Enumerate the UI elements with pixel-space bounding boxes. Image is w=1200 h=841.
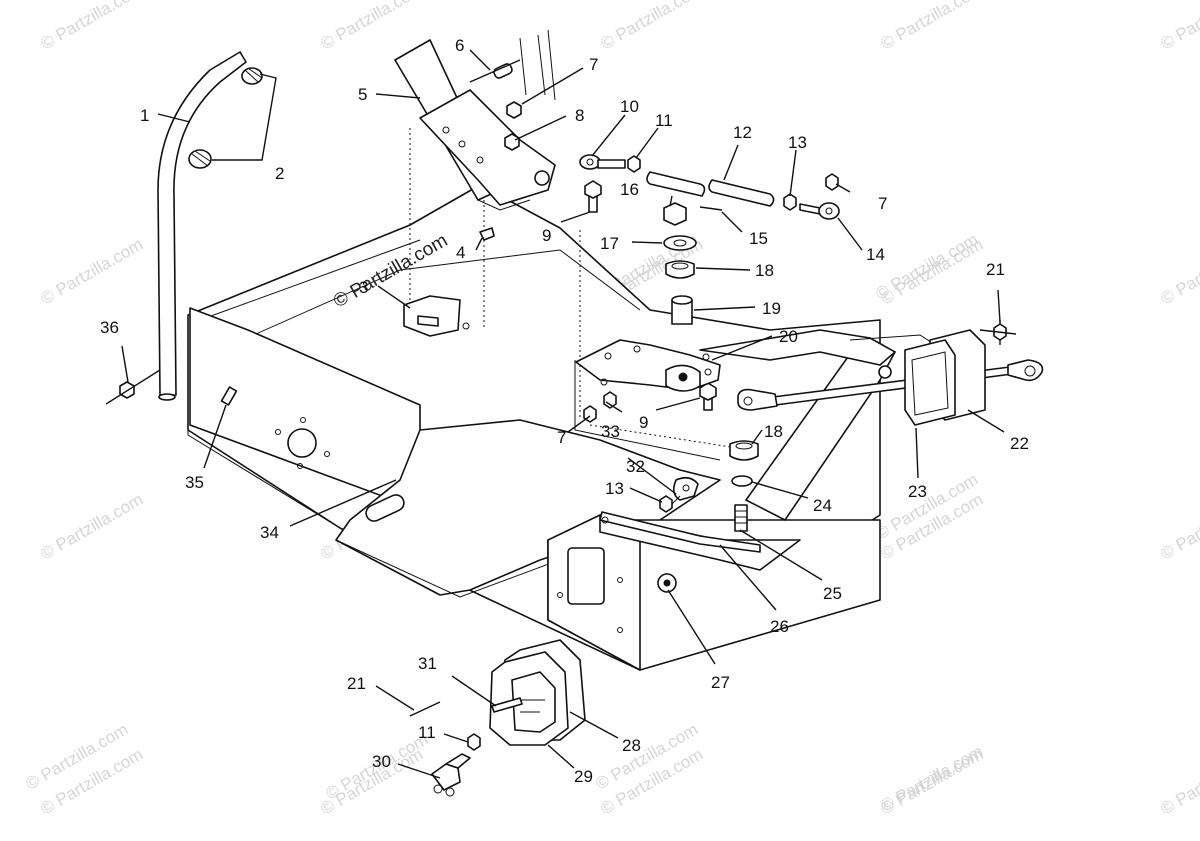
callout-4: 4 — [456, 243, 465, 262]
callout-29: 29 — [574, 767, 593, 786]
callout-2: 2 — [275, 164, 284, 183]
watermark: © Partzilla.com — [1158, 235, 1200, 309]
bolt-35 — [220, 386, 238, 406]
callout-31: 31 — [418, 654, 437, 673]
callout-32: 32 — [626, 457, 645, 476]
washer-17 — [663, 235, 697, 251]
nut-13-lower — [659, 495, 673, 513]
watermark: © Partzilla.com — [878, 0, 987, 53]
callout-11-upper: 11 — [655, 111, 673, 130]
watermark: © Partzilla.com — [598, 0, 707, 53]
frame-upper-arm — [699, 329, 896, 366]
watermark: © Partzilla.com — [318, 0, 427, 53]
callout-1: 1 — [140, 106, 149, 125]
watermark: © Partzilla.com — [878, 742, 987, 816]
washer-24 — [731, 475, 753, 487]
callout-21-lower: 21 — [347, 674, 366, 693]
bumper-plug-upper — [241, 67, 263, 85]
diagram-drawing — [105, 29, 1044, 797]
callout-21-upper: 21 — [986, 260, 1005, 279]
nut-11-lower — [467, 733, 481, 751]
callout-10: 10 — [620, 97, 639, 116]
bracket-3 — [403, 295, 461, 337]
pin-21-lower — [409, 701, 441, 717]
callout-14: 14 — [866, 245, 885, 264]
steering-bracket-plate — [419, 89, 556, 206]
bumper-plug-lower — [188, 149, 212, 169]
callout-11-lower: 11 — [418, 723, 436, 742]
watermark: © Partzilla.com — [1158, 490, 1200, 564]
callout-7-top: 7 — [589, 55, 598, 74]
callout-6: 6 — [455, 36, 464, 55]
watermark: © Partzilla.com — [38, 0, 147, 53]
callout-9-upper: 9 — [542, 226, 551, 245]
callout-13-lower: 13 — [605, 479, 624, 498]
callout-36: 36 — [100, 318, 119, 337]
watermark: © Partzilla.com — [38, 490, 147, 564]
gear-box-inner — [511, 671, 556, 733]
bulkhead-hole — [287, 428, 317, 458]
nut-11 — [627, 155, 641, 173]
bolt-25 — [734, 504, 748, 532]
rod-end-32 — [672, 476, 699, 501]
callout-7-lower: 7 — [557, 428, 566, 447]
callout-22: 22 — [1010, 434, 1029, 453]
watermark: © Partzilla.com — [1158, 0, 1200, 53]
watermark: © Partzilla.com — [38, 235, 147, 309]
callout-25: 25 — [823, 584, 842, 603]
callout-23: 23 — [908, 482, 927, 501]
brace-bar — [599, 511, 761, 553]
front-handle-bar — [157, 51, 247, 396]
callout-9-lower: 9 — [639, 413, 648, 432]
callout-26: 26 — [770, 617, 789, 636]
nut-33 — [603, 391, 617, 409]
bushing-18-lower — [729, 440, 759, 461]
callout-30: 30 — [372, 752, 391, 771]
callout-5: 5 — [358, 85, 367, 104]
callout-33: 33 — [601, 422, 620, 441]
callout-labels: 1 2 3 4 5 6 7 7 7 8 9 9 10 11 11 12 13 1… — [100, 36, 1029, 786]
rod-end-14 — [818, 202, 840, 220]
callout-20: 20 — [779, 327, 798, 346]
callout-24: 24 — [813, 496, 832, 515]
callout-8: 8 — [575, 106, 584, 125]
callout-19: 19 — [762, 299, 781, 318]
nut-16 — [663, 202, 687, 226]
callout-34: 34 — [260, 523, 279, 542]
skid-plate-slot — [365, 494, 405, 522]
callout-13-upper: 13 — [788, 133, 807, 152]
nut-7-right — [825, 173, 839, 191]
tube-12a — [646, 171, 706, 197]
panel-side-left — [187, 315, 341, 529]
watermark: © Partzilla.com — [873, 230, 982, 304]
callout-18-lower: 18 — [764, 422, 783, 441]
callout-16: 16 — [620, 180, 639, 199]
callout-15: 15 — [749, 229, 768, 248]
callout-35: 35 — [185, 473, 204, 492]
watermark: © Partzilla.com — [1158, 745, 1200, 819]
callout-17: 17 — [600, 234, 619, 253]
leader-lines — [121, 49, 1005, 779]
callout-18-upper: 18 — [755, 261, 774, 280]
shaft-31 — [491, 697, 523, 713]
skid-plate — [335, 419, 721, 596]
callout-7-right: 7 — [878, 194, 887, 213]
nut-7-top — [506, 101, 522, 119]
tube-12b — [708, 179, 775, 207]
nut-13-upper — [783, 193, 797, 211]
handle-end-cap — [158, 393, 176, 401]
nut-8 — [504, 133, 520, 151]
pin-6 — [493, 63, 513, 79]
front-plate-cutout — [567, 547, 605, 605]
callout-12: 12 — [733, 123, 752, 142]
clip-4 — [479, 227, 495, 241]
cotter-pin-15 — [699, 206, 723, 211]
tie-rod-end-23-plate — [904, 339, 956, 426]
leader-2 — [212, 73, 277, 161]
callout-3: 3 — [359, 278, 368, 297]
rod-end-10 — [579, 154, 601, 170]
callout-27: 27 — [711, 673, 730, 692]
callout-28: 28 — [622, 736, 641, 755]
